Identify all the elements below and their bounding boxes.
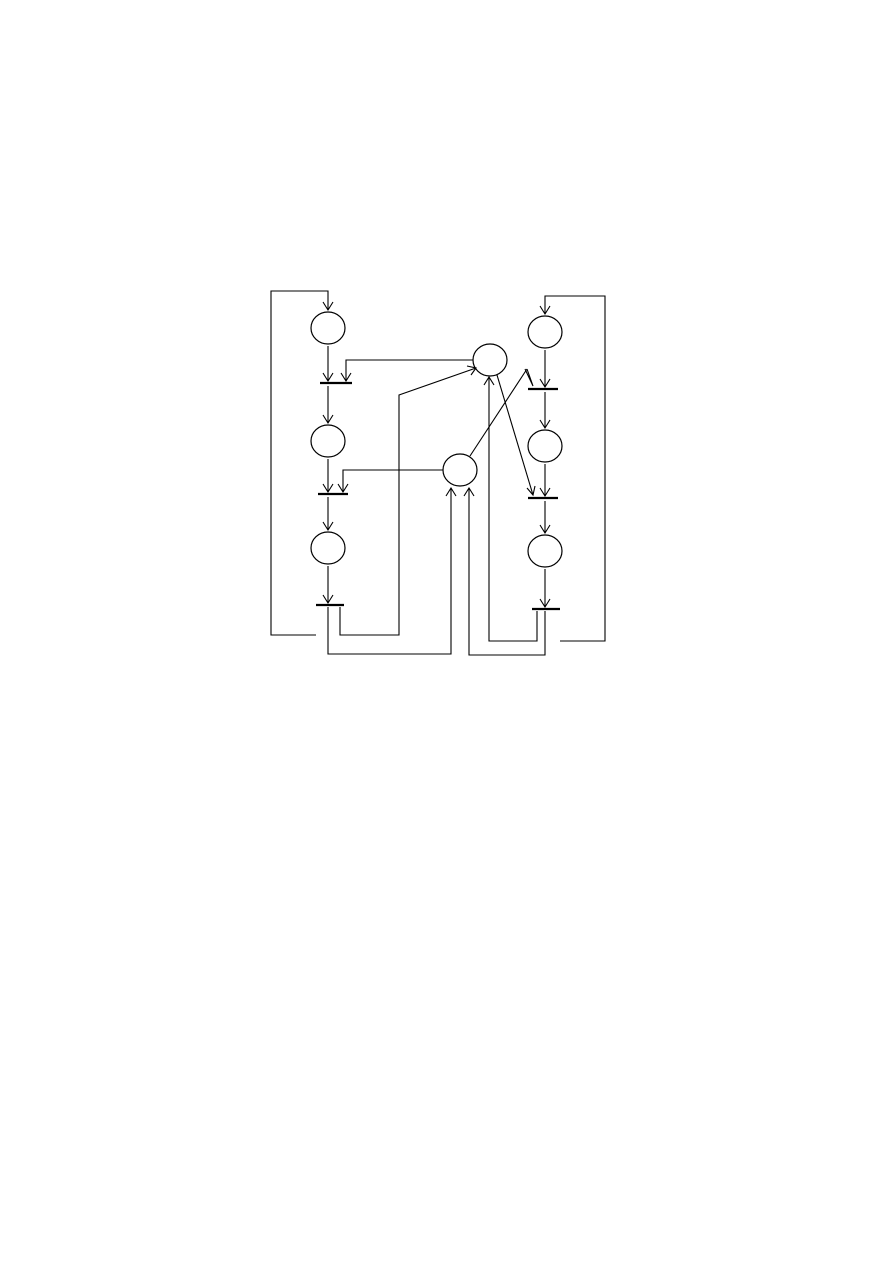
arc-left-loop xyxy=(270,290,329,636)
arc-right-p1-t1-head xyxy=(539,378,551,389)
arc-shared-top-to-right-t2-head xyxy=(526,485,536,497)
arc-left-loop-head xyxy=(322,301,334,312)
arc-left-p3-t3-head xyxy=(322,594,334,605)
transitions xyxy=(316,381,560,611)
arc-left-t2-p3-head xyxy=(322,521,334,532)
arc-right-t3-to-shared-bottom xyxy=(468,488,546,656)
place-left-2 xyxy=(310,424,346,458)
arc-shared-bottom-to-right-t1-head xyxy=(524,368,534,387)
arc-shared-bottom-to-left-t2 xyxy=(342,469,443,492)
place-right-1 xyxy=(527,315,563,349)
arc-right-p2-t2-head xyxy=(539,487,551,498)
arc-right-p3-t3-head xyxy=(539,598,551,609)
arc-right-t1-p2-head xyxy=(539,419,551,430)
place-right-2 xyxy=(527,429,563,463)
arc-shared-bottom-to-left-t2-head xyxy=(337,483,349,494)
arc-left-p1-t1-head xyxy=(322,372,334,383)
arc-right-t2-p3-head xyxy=(539,524,551,535)
place-right-3 xyxy=(527,534,563,568)
arc-shared-top-to-left-t1-head xyxy=(340,372,352,383)
arc-right-loop xyxy=(544,295,606,642)
arc-shared-top-to-right-t2 xyxy=(496,374,534,496)
arc-left-t3-to-shared-bottom-head xyxy=(445,486,457,497)
arc-right-t3-to-shared-top-head xyxy=(483,375,495,386)
arc-right-t3-to-shared-bottom-head xyxy=(463,486,475,497)
arc-left-t3-to-shared-bottom xyxy=(327,488,452,655)
arc-left-t3-to-shared-top xyxy=(339,367,477,636)
arc-shared-bottom-to-right-t1 xyxy=(469,368,528,457)
arc-left-t3-to-shared-top-head xyxy=(466,365,477,376)
arc-left-p2-t2-head xyxy=(322,483,334,494)
place-shared-top xyxy=(472,343,508,377)
arcs xyxy=(270,290,606,656)
arc-shared-top-to-left-t1 xyxy=(345,359,473,381)
places xyxy=(310,311,563,568)
arc-right-loop-head xyxy=(539,305,551,316)
arc-left-t1-p2-head xyxy=(322,414,334,425)
arc-right-t3-to-shared-top xyxy=(488,377,538,642)
place-shared-bottom xyxy=(442,453,478,487)
place-left-3 xyxy=(310,531,346,565)
place-left-1 xyxy=(310,311,346,345)
